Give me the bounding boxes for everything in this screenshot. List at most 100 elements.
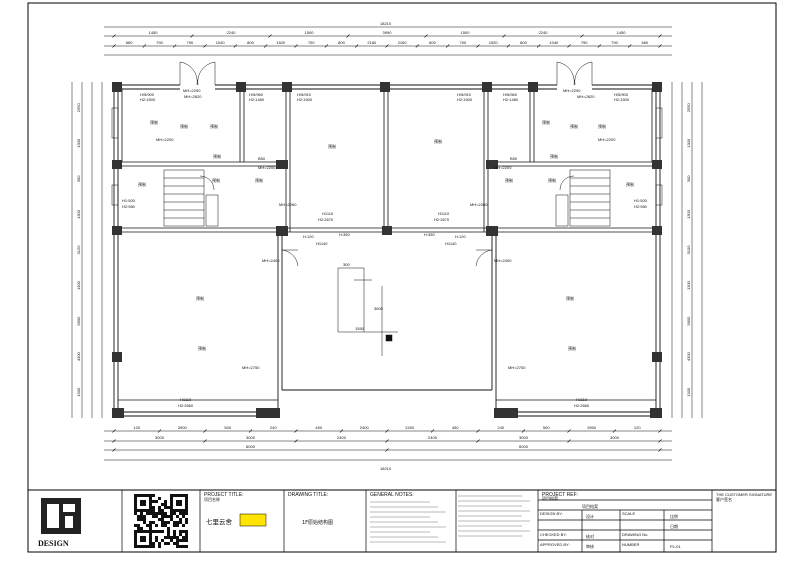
mh-label: MH=2290 [183,88,201,93]
h-label: H1110 [322,211,334,216]
window-label: H2:1500 [297,97,313,102]
h-label: H1:500 [122,198,136,203]
mh-label: MH=2820 [577,94,595,99]
window-label: H2:1500 [140,97,156,102]
archive-value: 项目档案 [582,503,598,509]
room-label: 预制 [180,123,188,129]
window-label: H/5/910 [457,92,472,97]
mh-label: MH=2750 [242,365,260,370]
dim-top-subsegment: 800 [520,40,527,45]
staircase-left [163,169,219,227]
dim-left-segment: 300 [76,175,81,182]
dim-bottom-subsegment: 500 [543,425,550,430]
floor-plan [71,26,703,461]
title-block-text: PROJECT TITLE: 项目名称 七里云舍 DRAWING TITLE: … [204,492,772,549]
window-label: H2:1500 [614,97,630,102]
dim-bottom-segment: 3000 [246,435,256,440]
dim-bottom-half: 6000 [246,444,256,449]
dim-top-subsegment: 800 [247,40,254,45]
dim-left-segment: 4300 [76,351,81,361]
dim-top-segment: 1450 [617,30,627,35]
h-label: H2:2670 [318,217,334,222]
h-label: H:350 [339,232,350,237]
room-label: 预制 [213,153,221,159]
project-title-label: PROJECT TITLE: [204,492,244,498]
dim-top-subsegment: 1040 [549,40,559,45]
staircase-right [555,169,611,227]
approved-value: 审核 [586,543,594,549]
dim-right-segment: 4300 [686,351,691,361]
room-label: 预制 [548,177,556,183]
dim-top-subsegment: 790 [186,40,193,45]
mh-label: MH=2400 [262,258,280,263]
dim-bottom-subsegment: 120 [133,425,140,430]
dim-bottom-subsegment: 2400 [360,425,370,430]
project-title-sub: 项目名称 [204,496,220,502]
courtyard-dimension [337,267,398,356]
dim-bottom-subsegment: 240 [270,425,277,430]
dim-top-segment: 1500 [305,30,315,35]
dim-top-segment: 3990 [383,30,393,35]
dim-top-subsegment: 790 [581,40,588,45]
dim-left-segment: 5800 [76,316,81,326]
room-label: 预制 [198,345,206,351]
h-label: H:120 [455,234,466,239]
dim-bottom-subsegment: 500 [224,425,231,430]
columns [112,82,662,418]
entry-doors [179,61,593,267]
dim-top-subsegment: 700 [459,40,466,45]
project-name-highlight [239,513,267,527]
room-label: 预制 [566,295,574,301]
h-label: H2:2660 [178,403,194,408]
dim-bottom-subsegment: 3900 [587,425,597,430]
mh-label: MH=2750 [508,365,526,370]
date-value: 日期 [670,523,678,529]
dim-top-segment: 2240 [539,30,549,35]
window-label: H2:1500 [457,97,473,102]
dim-top-overall: 18210 [380,21,392,26]
dim-top-subsegment: 790 [156,40,163,45]
qr-code [134,494,188,548]
checked-value: 核对 [586,533,594,539]
drawing-no-label: DRAWING No. [622,532,649,537]
dim-right-segment: 1300 [686,387,691,397]
dim-top-segment: 2240 [227,30,237,35]
dim-bottom-overall: 18210 [380,466,392,471]
general-notes-label: GENERAL NOTES: [370,492,414,498]
room-label: 预制 [626,181,634,187]
project-name: 七里云舍 [206,517,233,526]
mh-label: MH=2260 [470,202,488,207]
mh-label: MH=2200 [598,137,616,142]
dim-right-segment: 2550 [686,103,691,113]
window-label: H/5/910 [297,92,312,97]
dim-top-subsegment: 700 [308,40,315,45]
room-label: 预制 [212,177,220,183]
b50-label: B50 [510,156,518,161]
dim-top-subsegment: 660 [641,40,648,45]
mh-label: MH=2260 [279,202,297,207]
h-label: H2:2670 [434,217,450,222]
dim-top-subsegment: 2160 [367,40,377,45]
dim-bottom-subsegment: 450 [315,425,322,430]
dim-top-subsegment: 2160 [398,40,408,45]
courtyard-dim: 3600 [374,306,384,311]
dim-right-segment: 5800 [686,316,691,326]
h-label: H2:980 [634,204,648,209]
dim-bottom-subsegment: 2400 [405,425,415,430]
dim-top-subsegment: 660 [126,40,133,45]
h-label: H2:2660 [574,403,590,408]
dim-bottom-segment: 3000 [155,435,165,440]
window-label: H2:1480 [503,97,519,102]
side-windows [111,107,663,206]
dim-left-segment: 1300 [76,209,81,219]
h-label: H1140 [316,241,328,246]
dim-top-subsegment: 1040 [216,40,226,45]
design-label: DESIGN BY: [540,511,563,516]
dim-top-subsegment: 1520 [276,40,286,45]
room-label: 预制 [210,123,218,129]
room-label: 预制 [138,181,146,187]
room-label: 预制 [550,153,558,159]
scale-label: SCALE [622,511,635,516]
dim-left-segment: 3120 [76,245,81,255]
